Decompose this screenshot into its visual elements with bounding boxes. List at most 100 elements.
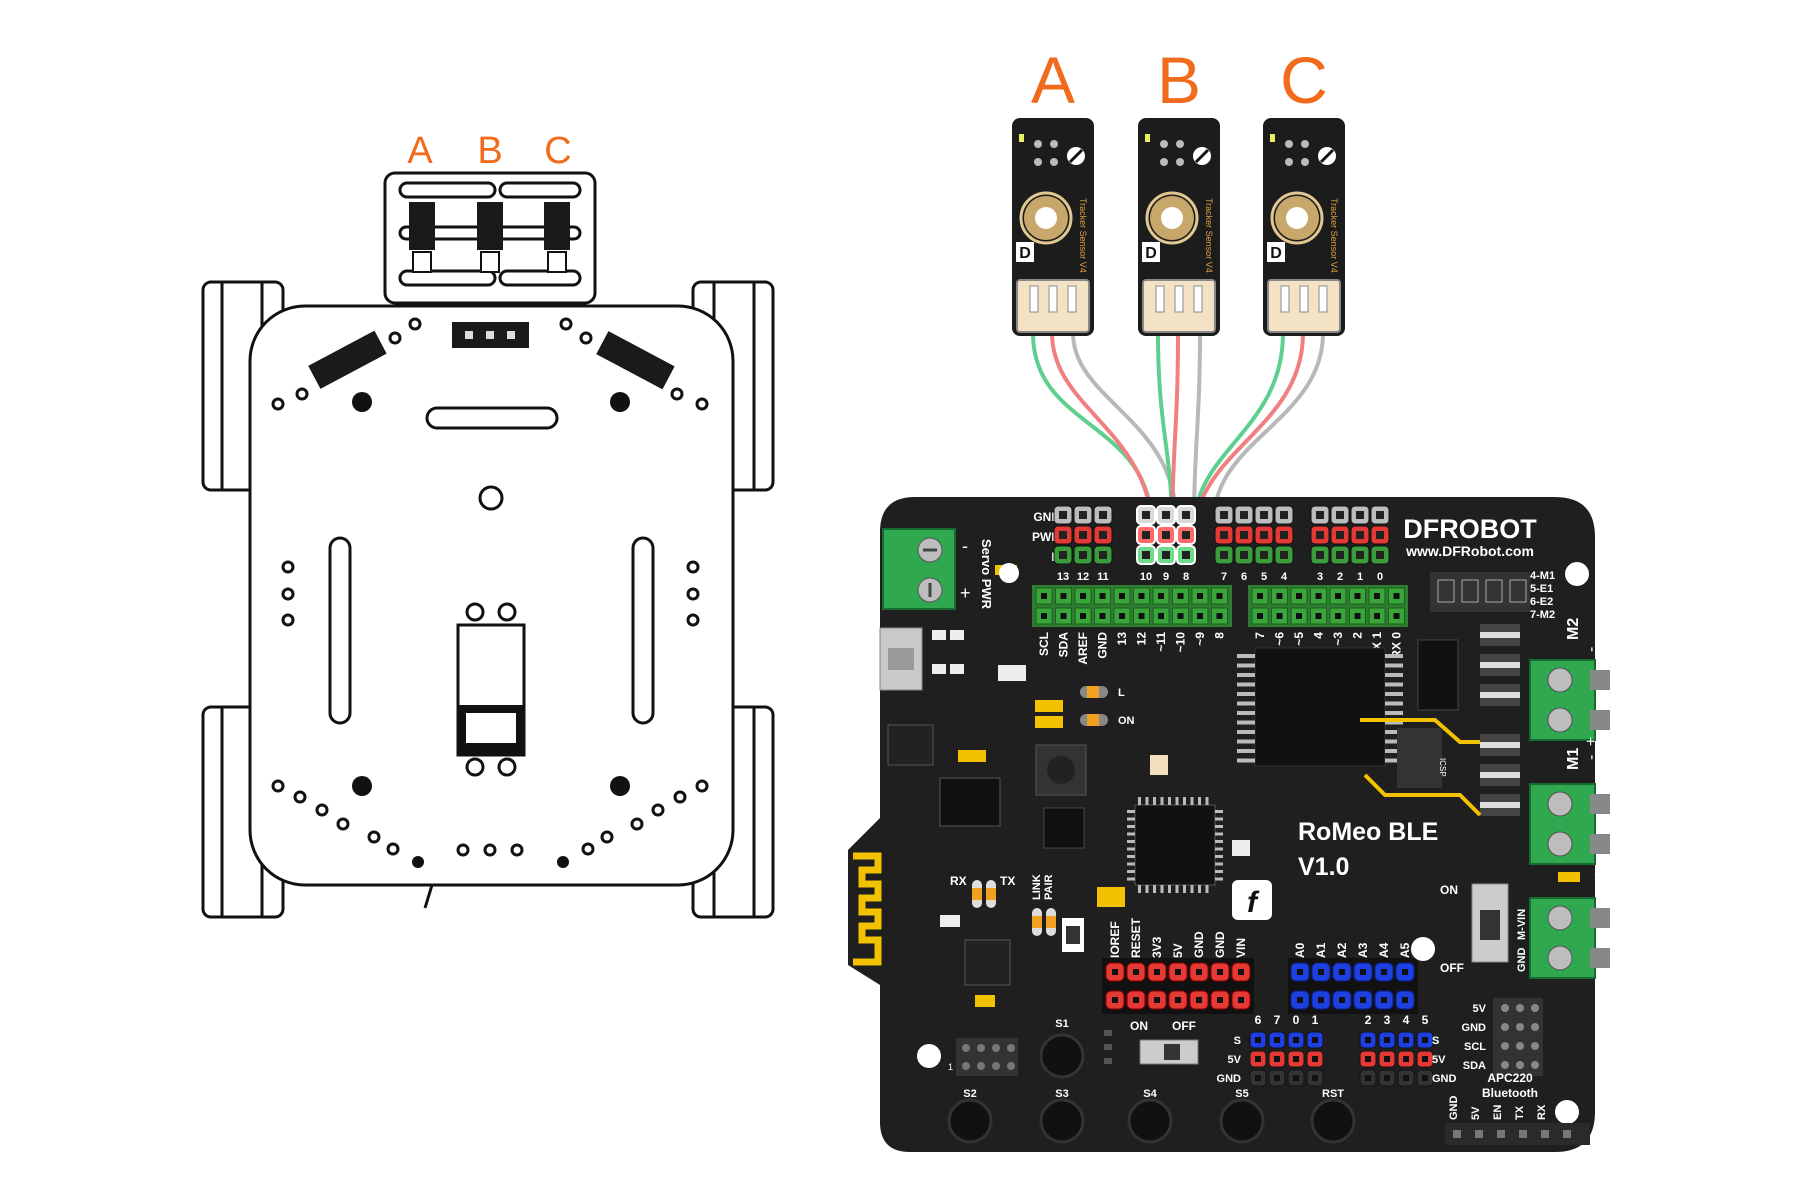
analog-header [1288, 958, 1418, 1014]
led-on-label: ON [1118, 715, 1135, 727]
button-s3[interactable] [1039, 1098, 1085, 1144]
pin-number: 1 [1357, 571, 1363, 583]
mvin-label: M-VIN [1516, 909, 1528, 940]
ble-chip [964, 939, 1011, 986]
wire-a-gray [1071, 332, 1178, 521]
servo-row-left: S [1234, 1035, 1241, 1047]
button-label: RST [1322, 1088, 1344, 1100]
button-s2[interactable] [947, 1098, 993, 1144]
sensor-headers [1053, 505, 1390, 565]
chassis-plate [248, 304, 735, 887]
bottom-pin-label: EN [1492, 1105, 1504, 1120]
module-letter-c: D [1270, 245, 1282, 262]
pair-label: PAIR [1043, 874, 1055, 900]
servo-plus: + [960, 583, 971, 603]
module-letter-a: D [1019, 245, 1031, 262]
chassis-sensor-a [409, 202, 435, 273]
header-one: 1 [948, 1062, 953, 1072]
power-label: RESET [1129, 917, 1143, 958]
pin-number: 7 [1221, 571, 1227, 583]
led-l-label: L [1118, 687, 1125, 699]
servo-number: 3 [1384, 1013, 1391, 1027]
servo-row-left: GND [1217, 1073, 1242, 1085]
bt-title: Bluetooth [1482, 1086, 1538, 1100]
digital-label: ~5 [1292, 632, 1306, 646]
digital-label: 12 [1135, 632, 1149, 646]
mcu-chip [1134, 804, 1216, 886]
motor-pin-4m1: 4-M1 [1530, 570, 1555, 582]
digital-label: GND [1096, 632, 1110, 659]
analog-label: A0 [1293, 942, 1307, 958]
small-switch-on: ON [1130, 1019, 1148, 1033]
button-s1[interactable] [1039, 1033, 1085, 1079]
servo-number: 7 [1274, 1013, 1281, 1027]
chassis-sensor-b [477, 202, 503, 273]
servo-power-label: Servo PWR [979, 539, 994, 610]
motor-driver-chip [1254, 647, 1386, 767]
power-label: GND [1192, 931, 1206, 958]
button-s4[interactable] [1127, 1098, 1173, 1144]
digital-label: ~9 [1193, 632, 1207, 646]
tx-label: TX [1000, 874, 1015, 888]
apc-title: APC220 [1487, 1071, 1533, 1085]
robot-chassis: A B C [201, 130, 775, 919]
bottom-pin-label: 5V [1470, 1106, 1482, 1120]
chip-legs [1237, 654, 1403, 763]
digital-label: SCL [1037, 632, 1051, 656]
pin-number: 0 [1377, 571, 1383, 583]
button-s5[interactable] [1219, 1098, 1265, 1144]
m1-plus: + [1583, 737, 1600, 746]
servo-number: 2 [1365, 1013, 1372, 1027]
small-switch-off: OFF [1172, 1019, 1196, 1033]
svg-text:ICSP: ICSP [1438, 758, 1447, 777]
pin-number: 6 [1241, 571, 1247, 583]
sensor-label-a: A [1031, 43, 1075, 117]
power-switch-off: OFF [1440, 961, 1464, 975]
motor-pin-5e1: 5-E1 [1530, 583, 1553, 595]
sensor-label-c: C [1280, 43, 1328, 117]
wire-b-gray [1192, 332, 1202, 521]
servo-power-terminal [882, 528, 956, 610]
analog-label: A3 [1356, 942, 1370, 958]
pin-number: 4 [1281, 571, 1288, 583]
brand-logo: DFROBOT [1403, 514, 1537, 544]
chassis-sensor-c [544, 202, 570, 273]
brand-url: www.DFRobot.com [1405, 543, 1534, 559]
board-version: V1.0 [1298, 853, 1349, 881]
s1-label: S1 [1055, 1018, 1068, 1030]
analog-label: A2 [1335, 942, 1349, 958]
row-label-pwr: PWR [1032, 530, 1060, 544]
robot-label-b: B [477, 130, 502, 172]
button-label: S3 [1055, 1088, 1068, 1100]
sensor-label-b: B [1157, 43, 1201, 117]
dfrobot-logo [1232, 880, 1272, 920]
servo-row-right: GND [1432, 1073, 1457, 1085]
module-text-a: Tracker Sensor V4 [1078, 198, 1088, 273]
logo-glyph: f [1247, 886, 1260, 919]
bottom-pin-label: RX [1536, 1104, 1548, 1120]
power-label: 5V [1171, 943, 1185, 958]
digital-header [1032, 585, 1408, 627]
m1-minus: - [1583, 755, 1600, 760]
digital-label: 2 [1351, 632, 1365, 639]
pin-number: 12 [1077, 571, 1089, 583]
motor-pin-6e2: 6-E2 [1530, 596, 1553, 608]
analog-label: A4 [1377, 942, 1391, 958]
button-label: S5 [1235, 1088, 1248, 1100]
button-label: S2 [963, 1088, 976, 1100]
pin-number: 3 [1317, 571, 1323, 583]
button-rst[interactable] [1310, 1098, 1356, 1144]
link-label: LINK [1031, 874, 1043, 900]
apc-row-label: 5V [1473, 1003, 1487, 1015]
m2-minus: - [1583, 647, 1600, 652]
servo-number: 5 [1422, 1013, 1429, 1027]
digital-label: ~11 [1154, 632, 1168, 652]
digital-label: 7 [1253, 632, 1267, 639]
power-label: GND [1213, 931, 1227, 958]
